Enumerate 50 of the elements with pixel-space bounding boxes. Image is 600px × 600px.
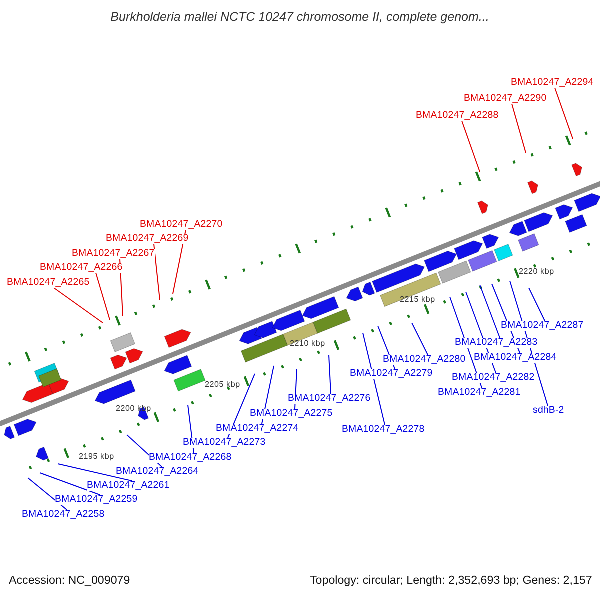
gene-label: BMA10247_A2278 (342, 425, 425, 435)
gene-label: BMA10247_A2284 (474, 353, 557, 363)
gene-label: BMA10247_A2259 (55, 495, 138, 505)
leader-line (462, 120, 480, 172)
gene-label: BMA10247_A2265 (7, 278, 90, 288)
leader-line (412, 322, 428, 356)
gene-label: BMA10247_A2268 (149, 453, 232, 463)
gene-label: BMA10247_A2267 (72, 249, 155, 259)
leader-line (362, 332, 386, 426)
leader-line (40, 472, 100, 496)
gene-label: BMA10247_A2269 (106, 234, 189, 244)
gene-label: BMA10247_A2282 (452, 373, 535, 383)
gene-label: BMA10247_A2288 (416, 111, 499, 121)
gene-label: BMA10247_A2275 (250, 409, 333, 419)
leader-line (512, 104, 526, 154)
scale-label: 2205 kbp (205, 381, 240, 389)
gene-label: BMA10247_A2266 (40, 263, 123, 273)
gene-label: BMA10247_A2274 (216, 424, 299, 434)
accession-label: Accession: NC_009079 (9, 575, 130, 587)
gene-label: BMA10247_A2280 (383, 355, 466, 365)
leader-line (528, 288, 546, 322)
leader-line (96, 272, 110, 320)
gene-label: BMA10247_A2283 (455, 338, 538, 348)
gene-label: BMA10247_A2264 (116, 467, 199, 477)
leader-line (28, 478, 68, 510)
gene-label: BMA10247_A2279 (350, 369, 433, 379)
gene-label: BMA10247_A2270 (140, 220, 223, 230)
leader-line (54, 288, 104, 324)
genome-stats-label: Topology: circular; Length: 2,352,693 bp; Genes: 2,157 (310, 575, 592, 587)
gene-label: BMA10247_A2287 (501, 321, 584, 331)
scale-label: 2210 kbp (290, 340, 326, 348)
scale-label: 2215 kbp (400, 296, 436, 304)
leader-line (554, 88, 574, 140)
leader-line (228, 374, 256, 438)
leader-line (480, 284, 500, 338)
scale-label: 2220 kbp (519, 268, 554, 276)
leader-line (328, 354, 332, 394)
gene-label: BMA10247_A2273 (183, 438, 266, 448)
leader-line (58, 464, 132, 482)
gene-label: BMA10247_A2261 (87, 481, 170, 491)
gene-label: sdhB-2 (533, 406, 564, 416)
gene-label: BMA10247_A2294 (511, 78, 594, 88)
leader-line (154, 244, 160, 300)
scale-label: 2195 kbp (79, 453, 114, 461)
gene-label: BMA10247_A2281 (438, 388, 521, 398)
scale-label: 2200 kbp (116, 405, 152, 413)
gene-label: BMA10247_A2290 (464, 94, 547, 104)
gene-label: BMA10247_A2258 (22, 510, 105, 520)
gene-label: BMA10247_A2276 (288, 394, 371, 404)
title: Burkholderia mallei NCTC 10247 chromosome II, complete genom... (110, 11, 490, 24)
